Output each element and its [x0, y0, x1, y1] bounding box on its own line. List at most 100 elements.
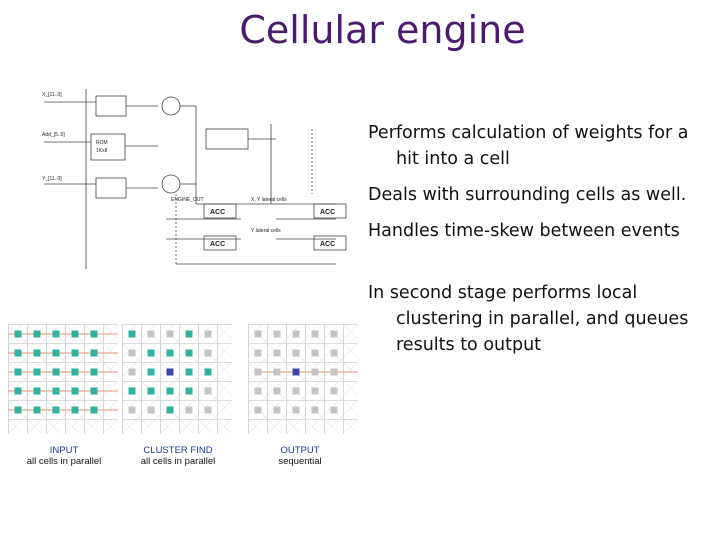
output-grid-diagram: [248, 324, 358, 435]
grid-cell: [166, 387, 174, 395]
grid-cell: [147, 349, 155, 357]
input-grid-diagram: [8, 324, 118, 435]
grid-diagonal: [323, 324, 358, 359]
grid-cell: [14, 368, 22, 376]
grid-cell: [52, 330, 60, 338]
grid-diagonal: [342, 418, 358, 435]
bullet-4: In second stage performs local clusterin…: [368, 283, 689, 355]
grid-cell: [273, 349, 281, 357]
grid-diagonal: [8, 324, 43, 359]
grid-cell: [71, 349, 79, 357]
grid-cell: [71, 368, 79, 376]
grid-cell: [185, 330, 193, 338]
grid-diagonal: [122, 324, 232, 435]
grid-diagonal: [122, 418, 138, 435]
grid-diagonal: [45, 361, 118, 435]
grid-diagonal: [122, 399, 157, 435]
grid-cell: [311, 330, 319, 338]
x-input-label: X_[11..0]: [42, 92, 62, 98]
grid-cell: [90, 349, 98, 357]
grid-diagonal: [8, 324, 118, 435]
bullet-3: Handles time-skew between events: [368, 221, 680, 241]
lateral-label-2: Y lateral cells: [251, 228, 281, 234]
cluster-find-grid-diagram: [122, 324, 232, 435]
grid-diagonal: [178, 380, 232, 435]
grid-diagonal: [64, 324, 118, 378]
acc-box-label: ACC: [320, 209, 335, 216]
grid-diagonal: [26, 324, 118, 416]
cluster-find-caption-title: CLUSTER FIND: [143, 445, 213, 456]
acc-box-label: ACC: [210, 209, 225, 216]
grid-diagonal: [122, 324, 157, 359]
grid-diagonal: [8, 324, 100, 416]
grid-cell: [254, 349, 262, 357]
grid-diagonal: [8, 342, 100, 435]
addr-input-label: Add_[5..0]: [42, 132, 65, 138]
grid-cell: [33, 330, 41, 338]
grid-cell: [254, 330, 262, 338]
grid-diagonal: [159, 361, 232, 435]
grid-diagonal: [248, 418, 264, 435]
grid-diagonal: [266, 324, 358, 416]
grid-diagonal: [122, 324, 214, 416]
grid-cell: [185, 368, 193, 376]
grid-diagonal: [8, 399, 43, 435]
grid-cell: [147, 330, 155, 338]
cluster-find-caption-sub: all cells in parallel: [140, 456, 216, 467]
grid-diagonal: [248, 324, 283, 359]
grid-diagonal: [304, 380, 358, 435]
grid-diagonal: [83, 399, 118, 435]
grid-cell: [166, 349, 174, 357]
grid-diagonal: [8, 324, 62, 378]
grid-diagonal: [197, 399, 232, 435]
grid-cell: [71, 330, 79, 338]
grid-diagonal: [248, 380, 302, 435]
grid-cell: [330, 349, 338, 357]
grid-diagonal: [122, 380, 176, 435]
grid-diagonal: [140, 324, 232, 416]
grid-cell: [292, 387, 300, 395]
grid-cell: [204, 406, 212, 414]
grid-diagonal: [122, 324, 195, 397]
grid-diagonal: [248, 324, 302, 378]
output-caption: OUTPUT sequential: [250, 445, 350, 467]
input-caption-title: INPUT: [49, 445, 79, 456]
grid-cell: [330, 387, 338, 395]
bullet-list: Performs calculation of weights for a hi…: [368, 120, 713, 368]
acc-box-label: ACC: [320, 241, 335, 248]
grid-cell: [71, 406, 79, 414]
grid-diagonal: [8, 324, 24, 340]
grid-diagonal: [248, 324, 264, 340]
input-caption: INPUT all cells in parallel: [14, 445, 114, 467]
acc-box-label: ACC: [210, 241, 225, 248]
cellular-engine-schematic: X_[11..0] Add_[5..0] Y_[11..0] ROM 1Kx8 …: [42, 89, 347, 269]
grid-diagonal: [8, 324, 81, 397]
grid-cell: [147, 387, 155, 395]
grid-cell: [273, 406, 281, 414]
grid-cell: [33, 387, 41, 395]
grid-cell: [254, 368, 262, 376]
grid-cell: [90, 387, 98, 395]
grid-cell: [147, 406, 155, 414]
grid-diagonal: [122, 324, 138, 340]
grid-cell: [311, 387, 319, 395]
grid-cell: [166, 368, 174, 376]
grid-cell: [166, 406, 174, 414]
grid-cell: [90, 330, 98, 338]
grid-cell: [292, 349, 300, 357]
grid-cell: [311, 406, 319, 414]
slide-title: Cellular engine: [239, 8, 526, 52]
grid-cell: [204, 387, 212, 395]
grid-cell: [14, 330, 22, 338]
grid-diagonal: [216, 418, 232, 435]
grid-cell: [254, 387, 262, 395]
grid-diagonal: [26, 342, 118, 435]
grid-cell: [33, 349, 41, 357]
grid-cell: [52, 368, 60, 376]
grid-diagonal: [122, 324, 176, 378]
lateral-label-1: X, Y lateral cells: [251, 197, 287, 203]
grid-cell: [52, 406, 60, 414]
grid-diagonal: [8, 418, 24, 435]
grid-cell: [90, 406, 98, 414]
bullet-2: Deals with surrounding cells as well.: [368, 185, 687, 205]
